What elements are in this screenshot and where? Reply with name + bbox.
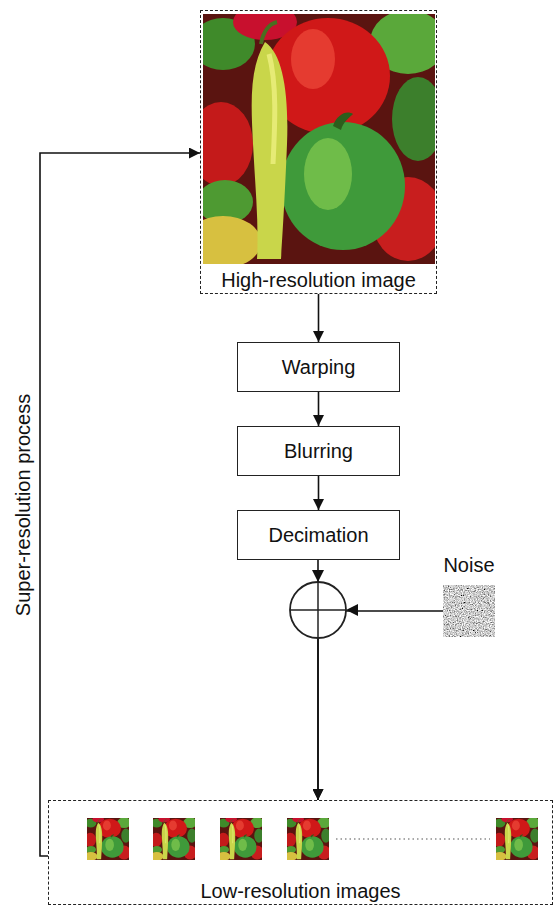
- low-resolution-thumbnail: [284, 816, 331, 860]
- low-resolution-thumbnail: [84, 816, 131, 860]
- node-label: Low-resolution images: [200, 880, 400, 903]
- low-resolution-thumbnail: [150, 816, 197, 860]
- process-box: Decimation: [237, 510, 400, 560]
- summing-junction: [290, 582, 346, 638]
- image-set-frame: Low-resolution images: [48, 800, 553, 905]
- process-box: Warping: [237, 342, 400, 392]
- connector-arrow: [318, 476, 320, 510]
- connector-arrow: [318, 611, 443, 800]
- process-label: Super-resolution process: [12, 391, 35, 617]
- node-label: Warping: [282, 356, 356, 379]
- ellipsis-dotted-line: [336, 838, 490, 839]
- plus-sign: [317, 582, 319, 638]
- connector-arrow: [318, 392, 320, 426]
- junction-arrowhead: [346, 604, 358, 616]
- junction-arrowhead: [312, 570, 324, 582]
- noise-source: Noise: [443, 585, 495, 637]
- connector-arrow: [40, 153, 200, 856]
- node-label: Noise: [443, 554, 494, 577]
- low-resolution-thumbnail: [217, 816, 264, 860]
- process-box: Blurring: [237, 426, 400, 476]
- image-frame: High-resolution image: [200, 10, 437, 294]
- high-resolution-photo: [185, 4, 446, 268]
- edge-label-holder: Super-resolution process: [12, 391, 35, 617]
- noise-texture: [443, 585, 495, 637]
- node-label: Blurring: [284, 440, 353, 463]
- node-label: Decimation: [268, 524, 368, 547]
- connector-arrow: [318, 294, 320, 342]
- node-label: High-resolution image: [221, 269, 416, 292]
- low-resolution-thumbnail: [493, 816, 540, 860]
